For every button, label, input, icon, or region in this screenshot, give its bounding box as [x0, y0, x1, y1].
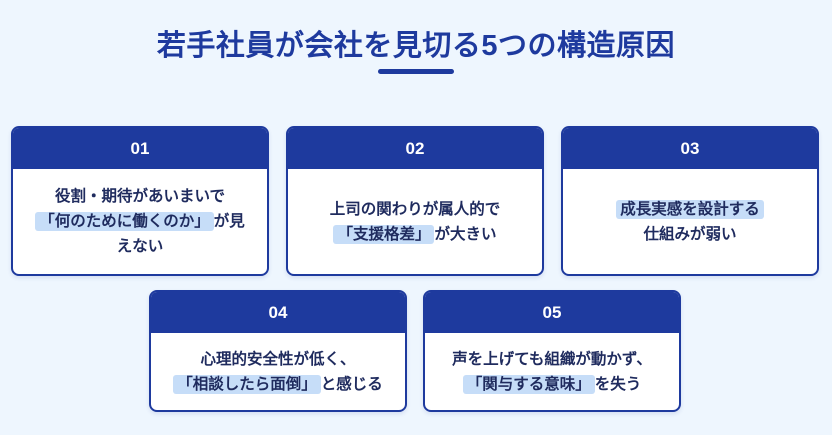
- card-line: えない: [116, 238, 164, 255]
- cause-card-03: 03 成長実感を設計する 仕組みが弱い: [561, 126, 819, 276]
- card-line: 上司の関わりが属人的で: [329, 200, 501, 218]
- title-underline: [378, 69, 454, 74]
- card-number: 04: [151, 292, 405, 333]
- card-text: 声を上げても組織が動かず、 「関与する意味」を失う: [425, 333, 679, 410]
- cause-card-01: 01 役割・期待があいまいで 「何のために働くのか」が見 えない: [11, 126, 269, 276]
- highlight-text: 「支援格差」: [333, 224, 435, 244]
- card-line: が大きい: [434, 225, 497, 243]
- highlight-text: 「関与する意味」: [462, 374, 595, 394]
- card-text: 成長実感を設計する 仕組みが弱い: [563, 169, 817, 274]
- card-text: 心理的安全性が低く、 「相談したら面倒」と感じる: [151, 333, 405, 410]
- card-number: 03: [563, 128, 817, 169]
- card-text: 上司の関わりが属人的で 「支援格差」が大きい: [288, 169, 542, 274]
- card-number: 05: [425, 292, 679, 333]
- highlight-text: 「相談したら面倒」: [173, 374, 321, 394]
- card-number: 02: [288, 128, 542, 169]
- cause-card-05: 05 声を上げても組織が動かず、 「関与する意味」を失う: [423, 290, 681, 412]
- card-line: を失う: [594, 375, 642, 393]
- card-line: 心理的安全性が低く、: [200, 350, 356, 368]
- card-line: と感じる: [320, 375, 383, 393]
- cause-card-02: 02 上司の関わりが属人的で 「支援格差」が大きい: [286, 126, 544, 276]
- card-line: 仕組みが弱い: [643, 225, 737, 243]
- card-text: 役割・期待があいまいで 「何のために働くのか」が見 えない: [13, 169, 267, 274]
- page-title: 若手社員が会社を見切る5つの構造原因: [156, 30, 676, 62]
- card-line: 役割・期待があいまいで: [54, 188, 226, 205]
- cause-card-04: 04 心理的安全性が低く、 「相談したら面倒」と感じる: [149, 290, 407, 412]
- card-line: 声を上げても組織が動かず、: [452, 350, 652, 368]
- highlight-text: 「何のために働くのか」: [35, 212, 214, 231]
- highlight-text: 成長実感を設計する: [616, 199, 764, 219]
- card-number: 01: [13, 128, 267, 169]
- card-line: が見: [213, 213, 245, 230]
